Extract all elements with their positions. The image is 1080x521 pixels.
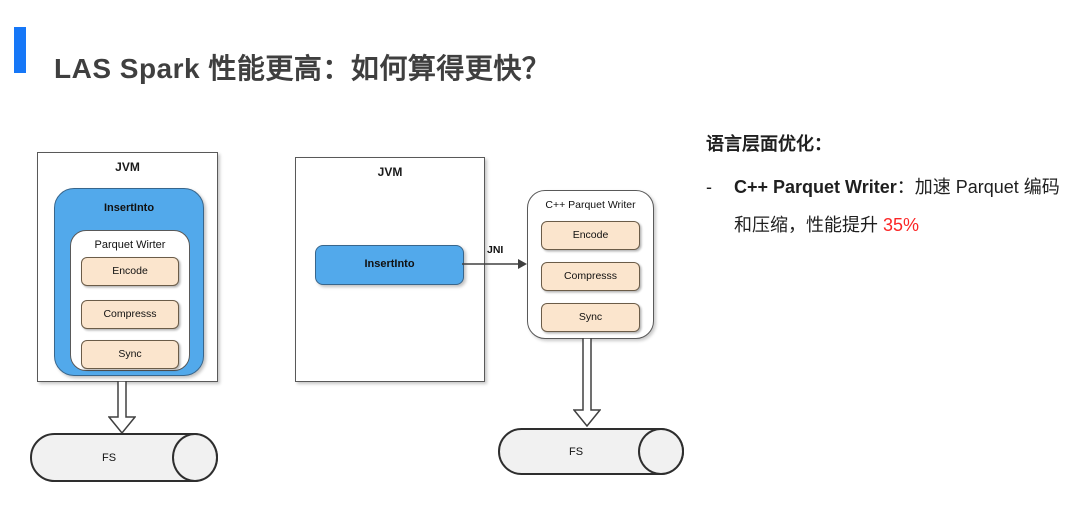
down-arrow-icon-right bbox=[573, 338, 601, 427]
page-title: LAS Spark 性能更高：如何算得更快？ bbox=[54, 52, 551, 84]
fs-cylinder-left: FS bbox=[30, 433, 218, 482]
notes-panel: 语言层面优化： - C++ Parquet Writer：加速 Parquet … bbox=[706, 130, 1070, 244]
cpp-parquet-writer-box: C++ Parquet Writer Encode Compresss Sync bbox=[527, 190, 654, 339]
title-accent-bar bbox=[14, 27, 26, 73]
fs-label-right: FS bbox=[568, 445, 584, 458]
jvm-box-left: JVM InsertInto Parquet Wirter Encode Com… bbox=[37, 152, 218, 382]
jni-label: JNI bbox=[487, 244, 504, 256]
step-encode-left: Encode bbox=[81, 257, 179, 286]
insertinto-label-middle: InsertInto bbox=[364, 258, 415, 270]
bullet-paragraph: C++ Parquet Writer：加速 Parquet 编码和压缩，性能提升… bbox=[734, 168, 1070, 244]
step-encode-right: Encode bbox=[541, 221, 640, 250]
fs-label-left: FS bbox=[101, 451, 117, 464]
insertinto-node-left: InsertInto Parquet Wirter Encode Compres… bbox=[54, 188, 204, 376]
insertinto-label-left: InsertInto bbox=[103, 202, 155, 214]
down-arrow-icon-left bbox=[108, 381, 136, 434]
jvm-label-middle: JVM bbox=[377, 165, 403, 179]
parquet-writer-box-left: Parquet Wirter Encode Compresss Sync bbox=[70, 230, 190, 371]
bullet-dash: - bbox=[706, 177, 712, 197]
jvm-label-left: JVM bbox=[115, 160, 140, 174]
bullet-bold-text: C++ Parquet Writer bbox=[734, 177, 897, 197]
jni-arrow-icon bbox=[462, 259, 527, 269]
cylinder-cap-icon-right bbox=[638, 428, 684, 475]
step-compress-right: Compresss bbox=[541, 262, 640, 291]
step-sync-right: Sync bbox=[541, 303, 640, 332]
cylinder-cap-icon-left bbox=[172, 433, 218, 482]
parquet-writer-label-left: Parquet Wirter bbox=[94, 239, 166, 251]
bullet-highlight-text: 35% bbox=[883, 215, 920, 235]
cpp-parquet-writer-label: C++ Parquet Writer bbox=[545, 199, 636, 211]
step-sync-left: Sync bbox=[81, 340, 179, 369]
step-compress-left: Compresss bbox=[81, 300, 179, 329]
notes-heading: 语言层面优化： bbox=[706, 134, 832, 154]
notes-bullet: - C++ Parquet Writer：加速 Parquet 编码和压缩，性能… bbox=[706, 168, 1070, 244]
fs-cylinder-right: FS bbox=[498, 428, 684, 475]
bullet-regular-text: ：加速 Parquet 编码和压缩，性能提升 bbox=[734, 177, 1060, 235]
insertinto-node-middle: InsertInto bbox=[315, 245, 464, 285]
